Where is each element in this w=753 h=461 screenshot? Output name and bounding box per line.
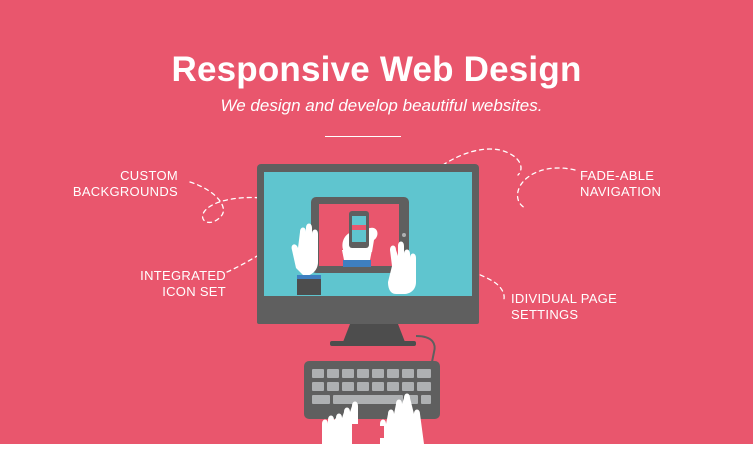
page-subtitle: We design and develop beautiful websites… <box>220 96 543 115</box>
callout-fadeable-navigation: FADE-ABLE NAVIGATION <box>580 168 662 199</box>
hand-icon <box>376 393 424 444</box>
page-title: Responsive Web Design <box>171 50 582 89</box>
responsive-design-illustration <box>189 148 576 444</box>
callout-custom-backgrounds: CUSTOM BACKGROUNDS <box>72 168 178 199</box>
hand-icon <box>291 223 321 295</box>
connector-custom-backgrounds <box>189 181 263 224</box>
callout-individual-page-settings: IDIVIDUAL PAGE SETTINGS <box>511 291 618 322</box>
keyboard-icon <box>304 361 440 419</box>
hero-banner: Responsive Web Design We design and deve… <box>0 0 753 444</box>
callout-integrated-icon-set: INTEGRATED ICON SET <box>140 268 226 299</box>
connector-fade-navigation-right <box>516 167 576 209</box>
keyboard-cable <box>415 335 436 363</box>
phone-icon <box>342 211 378 267</box>
hand-icon <box>322 401 362 444</box>
title-divider <box>325 136 401 137</box>
hand-icon <box>388 241 416 294</box>
